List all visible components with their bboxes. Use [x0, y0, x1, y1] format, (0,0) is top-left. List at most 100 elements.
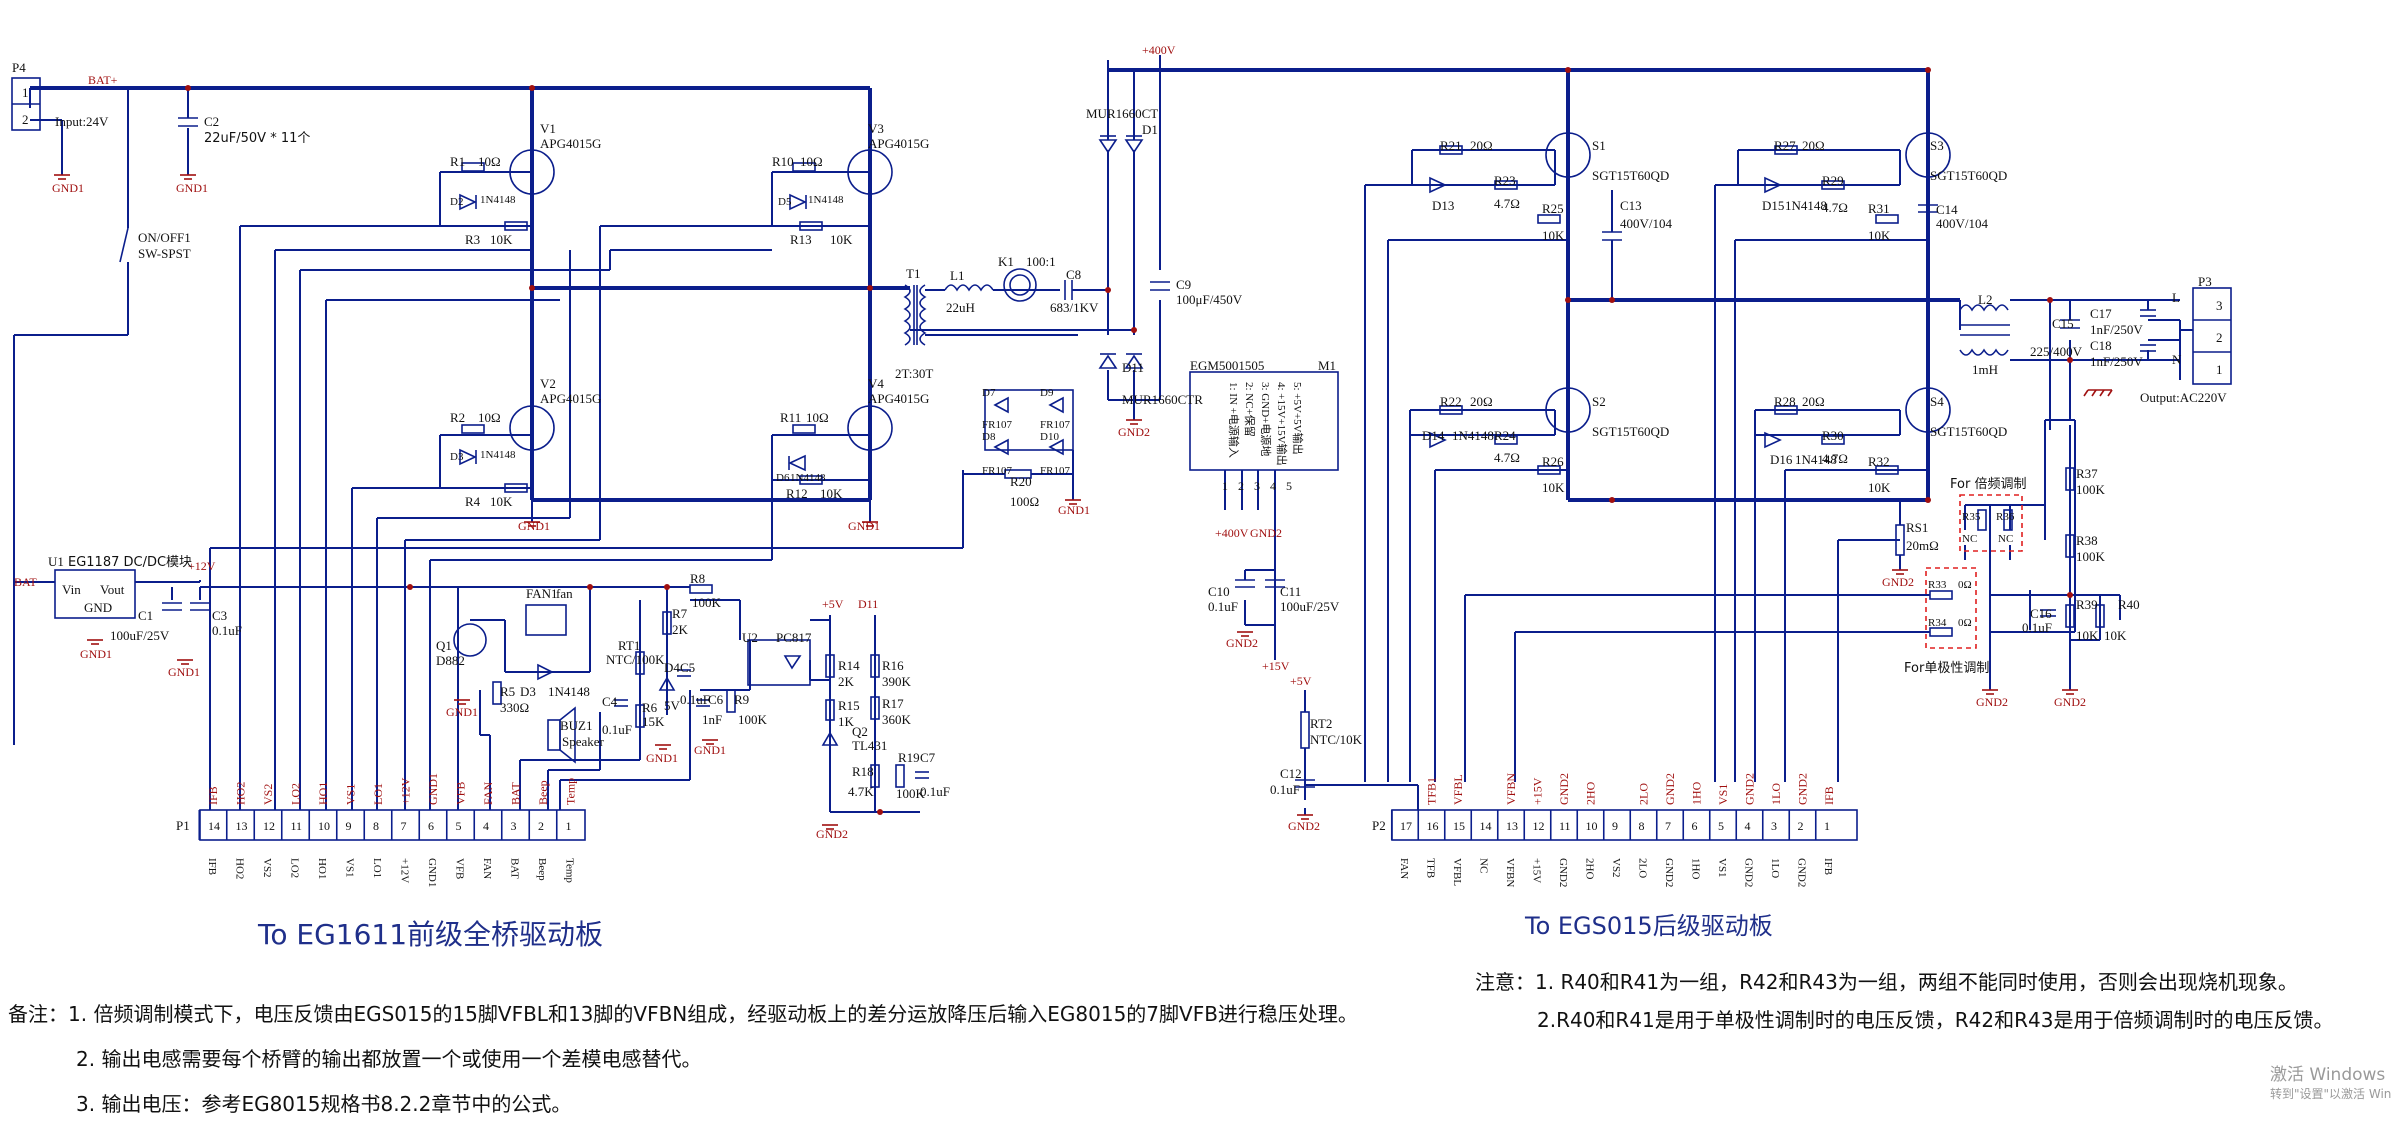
svg-text:Q1: Q1	[436, 638, 452, 653]
svg-text:3: 3	[1254, 479, 1260, 493]
svg-text:4.7Ω: 4.7Ω	[1494, 196, 1520, 211]
components	[11, 77, 2232, 841]
buzzer-buz1	[547, 719, 561, 751]
svg-text:R21: R21	[1440, 138, 1462, 153]
svg-text:D14: D14	[1422, 428, 1445, 443]
diode-d1a	[1098, 139, 1118, 154]
connector-pin-name: VS2	[261, 858, 273, 878]
svg-text:D5: D5	[778, 196, 792, 208]
svg-text:20Ω: 20Ω	[1802, 394, 1825, 409]
svg-text:D4: D4	[664, 660, 680, 675]
diode-d12	[1124, 354, 1144, 369]
svg-text:10K: 10K	[2076, 628, 2099, 643]
svg-text:10K: 10K	[1542, 480, 1565, 495]
svg-text:330Ω: 330Ω	[500, 700, 529, 715]
svg-text:R11: R11	[780, 410, 801, 425]
svg-text:R19: R19	[898, 750, 920, 765]
svg-text:fan: fan	[556, 586, 573, 601]
svg-text:0.1uF: 0.1uF	[212, 623, 242, 638]
connector-pin-name: +12V	[399, 858, 411, 883]
svg-text:V1: V1	[540, 121, 556, 136]
connector-pin-name: NC	[1478, 858, 1490, 873]
resistor-r2	[461, 424, 485, 434]
svg-text:ON/OFF1: ON/OFF1	[138, 230, 191, 245]
m1-pin-descriptions: 1: IN +电源输入 2: NC+保留 3: GND+电源地 4: +15V+…	[1227, 382, 1305, 466]
connector-pin-number: 5	[1718, 819, 1724, 833]
svg-text:P2: P2	[1372, 818, 1386, 833]
attention-2: 2.R40和R41是用于单极性调制时的电压反馈，R42和R43是用于倍频调制时的…	[1537, 1008, 2334, 1032]
connector-pin-number: 9	[346, 819, 352, 833]
connector-pin-number: 4	[1745, 819, 1751, 833]
svg-text:TL431: TL431	[852, 738, 887, 753]
svg-text:M1: M1	[1318, 358, 1336, 373]
svg-text:0.1uF: 0.1uF	[1208, 599, 1238, 614]
connector-net-label: VS1	[1716, 784, 1730, 805]
resistor-r14	[825, 654, 835, 678]
connector-pin-number: 14	[1480, 819, 1492, 833]
connector-pin-name: FAN	[1398, 858, 1410, 879]
connector-p1: P1 14IFB13HO212VS211LO210HO19VS18LO17+12…	[176, 773, 578, 887]
svg-text:GND2: GND2	[1118, 425, 1150, 439]
svg-text:22uH: 22uH	[946, 300, 975, 315]
svg-text:GND1: GND1	[694, 743, 726, 757]
svg-text:+15V: +15V	[1262, 659, 1290, 673]
connector-net-label: 2LO	[1637, 783, 1651, 805]
svg-text:R26: R26	[1542, 454, 1564, 469]
shunt-rs1	[1895, 524, 1905, 556]
svg-text:RT1: RT1	[618, 638, 640, 653]
connector-pin-number: 1	[1824, 819, 1830, 833]
connector-net-label: +12V	[399, 777, 413, 805]
connector-pin-number: 6	[428, 819, 434, 833]
connector-pin-number: 14	[208, 819, 220, 833]
svg-text:GND1: GND1	[80, 647, 112, 661]
igbt-s4	[1905, 387, 1951, 433]
svg-text:S4: S4	[1930, 394, 1944, 409]
module-m1	[1189, 371, 1339, 471]
connector-pin-name: 2LO	[1637, 858, 1649, 878]
unipolar-dashed-box	[1925, 567, 1977, 649]
svg-text:FR107: FR107	[982, 419, 1012, 431]
connector-pin-number: 2	[1798, 819, 1804, 833]
watermark-line-2: 转到"设置"以激活 Win	[2270, 1087, 2392, 1101]
connector-net-label: LO2	[289, 783, 303, 805]
connector-pin-name: FAN	[481, 858, 493, 879]
svg-text:EG1187 DC/DC模块: EG1187 DC/DC模块	[68, 555, 192, 570]
svg-text:V2: V2	[540, 376, 556, 391]
resistor-r32	[1875, 465, 1899, 475]
connector-pin-name: Temp	[564, 858, 576, 883]
connector-net-label: 1LO	[1769, 783, 1783, 805]
svg-text:GND2: GND2	[1882, 575, 1914, 589]
svg-text:S1: S1	[1592, 138, 1606, 153]
junctions	[185, 67, 2073, 815]
svg-text:EGM5001505: EGM5001505	[1190, 358, 1264, 373]
svg-text:FAN1: FAN1	[526, 586, 558, 601]
connector-net-label: 1HO	[1690, 781, 1704, 805]
svg-text:L2: L2	[1978, 292, 1992, 307]
svg-text:R4: R4	[465, 494, 481, 509]
watermark-line-1: 激活 Windows	[2270, 1065, 2386, 1085]
connector-pin-name: LO2	[289, 858, 301, 878]
svg-text:10K: 10K	[490, 232, 513, 247]
transformer-t1	[903, 284, 911, 346]
svg-text:C13: C13	[1620, 198, 1642, 213]
svg-text:D6: D6	[776, 472, 790, 484]
switch-sw-spst	[119, 227, 129, 263]
igbt-s3	[1905, 132, 1951, 178]
resistor-r26	[1537, 465, 1561, 475]
svg-text:10Ω: 10Ω	[478, 410, 501, 425]
svg-text:1nF: 1nF	[702, 712, 722, 727]
svg-text:APG4015G: APG4015G	[868, 391, 929, 406]
svg-text:2: NC+保留: 2: NC+保留	[1243, 382, 1257, 437]
diode-d6	[788, 454, 806, 472]
svg-text:2K: 2K	[838, 674, 855, 689]
svg-text:R29: R29	[1822, 173, 1844, 188]
svg-text:0.1uF: 0.1uF	[602, 722, 632, 737]
diode-d3b	[537, 663, 554, 681]
svg-text:1N4148: 1N4148	[548, 684, 590, 699]
connector-net-label: GND2	[1557, 773, 1571, 805]
svg-text:C15: C15	[2052, 316, 2074, 331]
svg-text:1N4148: 1N4148	[808, 194, 844, 206]
svg-text:100K: 100K	[896, 786, 926, 801]
igbt-s1	[1545, 132, 1591, 178]
